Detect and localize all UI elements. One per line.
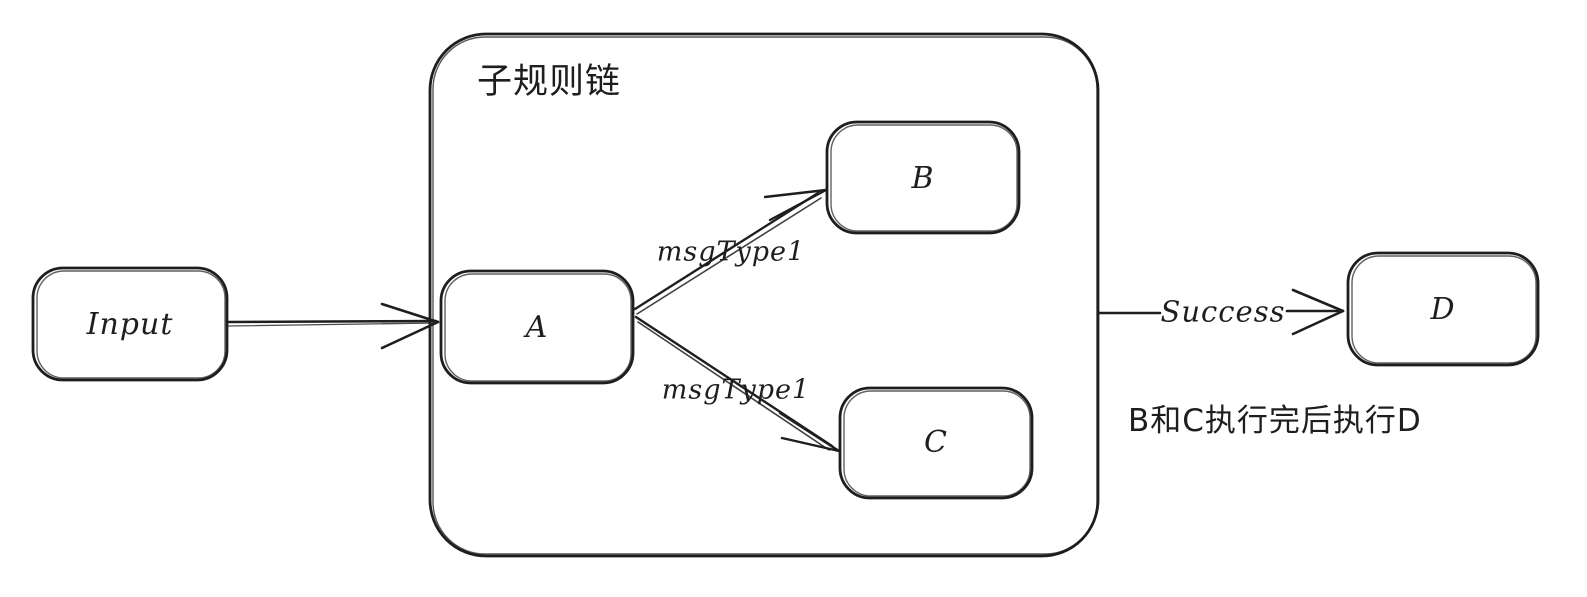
edge-input-to-a[interactable] xyxy=(225,302,440,350)
edge-a-to-c[interactable] xyxy=(634,315,841,453)
edge-chain-to-d[interactable] xyxy=(1096,288,1345,336)
edge-a-to-b-label: msgType1 xyxy=(656,236,806,268)
node-input-box[interactable] xyxy=(31,266,229,382)
container-title: 子规则链 xyxy=(477,62,622,102)
edge-a-to-c-label: msgType1 xyxy=(661,374,811,406)
edge-chain-to-d-label: Success xyxy=(1160,294,1286,329)
node-d-label: D xyxy=(1430,292,1456,327)
node-b-label: B xyxy=(911,161,935,196)
edge-a-to-b[interactable] xyxy=(633,188,828,315)
annotation-text: B和C执行完后执行D xyxy=(1128,403,1422,439)
node-a-label: A xyxy=(525,310,549,345)
node-b-box[interactable] xyxy=(825,120,1021,235)
node-c-box[interactable] xyxy=(838,386,1034,500)
node-d-box[interactable] xyxy=(1346,251,1540,367)
node-a-box[interactable] xyxy=(439,269,635,385)
node-c-label: C xyxy=(924,425,948,460)
node-input-label: Input xyxy=(86,307,174,342)
